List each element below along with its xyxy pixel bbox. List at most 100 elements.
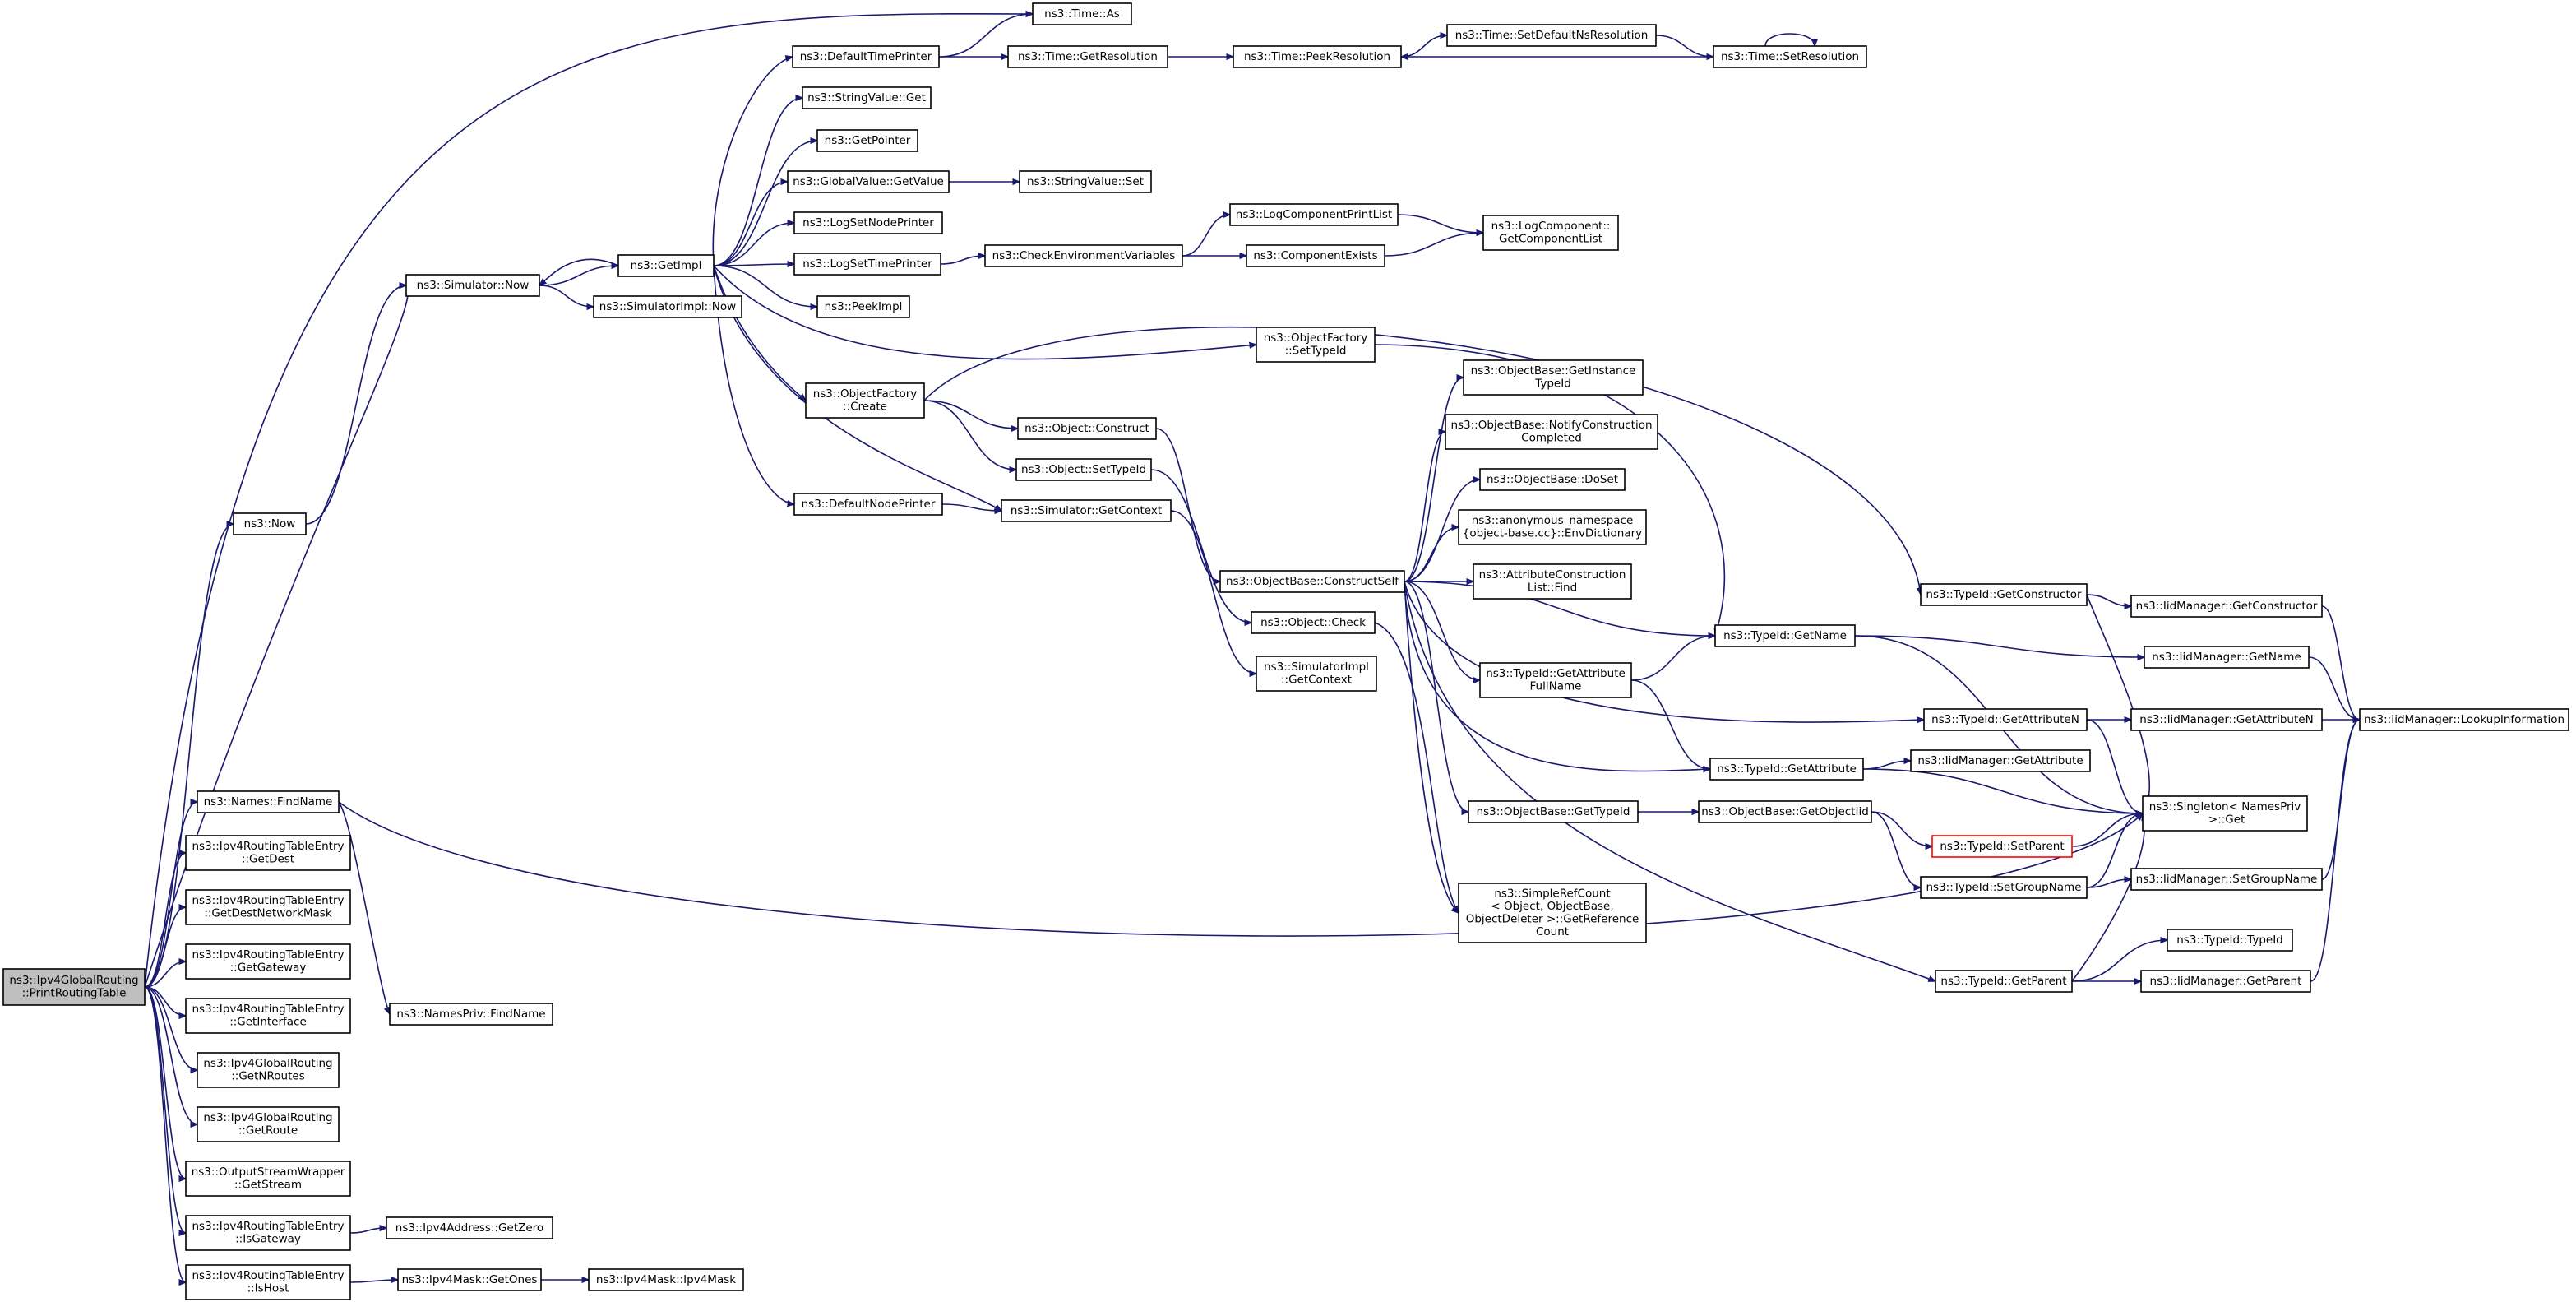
- node-root[interactable]: ns3::Ipv4GlobalRouting::PrintRoutingTabl…: [2, 968, 146, 1006]
- node-peek-impl[interactable]: ns3::PeekImpl: [816, 295, 910, 318]
- node-objectbase-gettypeid[interactable]: ns3::ObjectBase::GetTypeId: [1468, 800, 1639, 823]
- node-typeid-typeid[interactable]: ns3::TypeId::TypeId: [2167, 929, 2293, 952]
- node-object-settypeid[interactable]: ns3::Object::SetTypeId: [1015, 458, 1152, 481]
- node-time-set-default-ns[interactable]: ns3::Time::SetDefaultNsResolution: [1446, 24, 1657, 47]
- edge-typeid_getattribute-to-iid_getattribute: [1862, 761, 1911, 770]
- node-rte-ishost[interactable]: ns3::Ipv4RoutingTableEntry::IsHost: [185, 1264, 351, 1300]
- node-label: >::Get: [2205, 813, 2245, 827]
- node-time-peek-resolution[interactable]: ns3::Time::PeekResolution: [1233, 45, 1402, 68]
- node-label: ns3::StringValue::Set: [1027, 175, 1144, 188]
- node-simulator-now[interactable]: ns3::Simulator::Now: [405, 274, 540, 297]
- node-objectbase-construct-self[interactable]: ns3::ObjectBase::ConstructSelf: [1219, 570, 1405, 593]
- node-iid-getname[interactable]: ns3::IidManager::GetName: [2144, 646, 2310, 669]
- node-objectfactory-create[interactable]: ns3::ObjectFactory::Create: [805, 382, 925, 419]
- node-ipv4address-getzero[interactable]: ns3::Ipv4Address::GetZero: [386, 1216, 553, 1239]
- node-iid-setgroupname[interactable]: ns3::IidManager::SetGroupName: [2130, 868, 2323, 891]
- node-ipv4mask-getones[interactable]: ns3::Ipv4Mask::GetOnes: [397, 1268, 542, 1291]
- node-component-exists[interactable]: ns3::ComponentExists: [1246, 244, 1385, 267]
- node-iid-getattributen[interactable]: ns3::IidManager::GetAttributeN: [2130, 708, 2323, 731]
- node-objectbase-getobjectiid[interactable]: ns3::ObjectBase::GetObjectIid: [1698, 800, 1872, 823]
- node-singleton-namespriv-get[interactable]: ns3::Singleton< NamesPriv >::Get: [2142, 795, 2308, 832]
- node-label: ns3::Ipv4RoutingTableEntry: [192, 1269, 345, 1282]
- edge-names_findname-to-singleton_namespriv_get: [338, 801, 2143, 937]
- edge-log_component_print_list-to-logcomponent_get_list: [1397, 214, 1483, 233]
- node-typeid-getattributen[interactable]: ns3::TypeId::GetAttributeN: [1923, 708, 2088, 731]
- node-check-env-vars[interactable]: ns3::CheckEnvironmentVariables: [984, 244, 1183, 267]
- node-label: GetComponentList: [1499, 233, 1602, 246]
- node-osw-getstream[interactable]: ns3::OutputStreamWrapper::GetStream: [185, 1161, 351, 1197]
- node-typeid-setgroupname[interactable]: ns3::TypeId::SetGroupName: [1920, 876, 2088, 899]
- node-time-set-resolution[interactable]: ns3::Time::SetResolution: [1713, 45, 1867, 68]
- node-simulatorimpl-getcontext[interactable]: ns3::SimulatorImpl::GetContext: [1256, 656, 1377, 692]
- node-box: [185, 835, 351, 871]
- node-label: ns3::Names::FindName: [204, 795, 333, 809]
- node-label: ns3::Time::As: [1044, 7, 1120, 21]
- node-box: [793, 253, 941, 276]
- node-objectbase-doset[interactable]: ns3::ObjectBase::DoSet: [1479, 468, 1626, 491]
- node-time-as[interactable]: ns3::Time::As: [1032, 2, 1132, 25]
- node-objectfactory-settypeid[interactable]: ns3::ObjectFactory::SetTypeId: [1256, 327, 1376, 363]
- node-simulatorimpl-now[interactable]: ns3::SimulatorImpl::Now: [593, 295, 742, 318]
- node-typeid-getparent[interactable]: ns3::TypeId::GetParent: [1935, 970, 2073, 993]
- node-simulator-getcontext[interactable]: ns3::Simulator::GetContext: [1001, 499, 1172, 522]
- node-default-node-printer[interactable]: ns3::DefaultNodePrinter: [793, 493, 943, 516]
- node-rte-getdest[interactable]: ns3::Ipv4RoutingTableEntry::GetDest: [185, 835, 351, 871]
- node-simple-refcount[interactable]: ns3::SimpleRefCount< Object, ObjectBase,…: [1458, 883, 1647, 943]
- edge-typeid_setgroupname-to-singleton_namespriv_get: [2086, 813, 2143, 888]
- node-label: ns3::ObjectFactory: [813, 387, 918, 401]
- node-globalvalue-getvalue[interactable]: ns3::GlobalValue::GetValue: [787, 170, 950, 193]
- node-object-check[interactable]: ns3::Object::Check: [1251, 611, 1376, 634]
- node-label: ns3::TypeId::GetAttribute: [1717, 762, 1857, 776]
- node-label: ns3::Time::GetResolution: [1018, 50, 1158, 63]
- node-typeid-getattribute[interactable]: ns3::TypeId::GetAttribute: [1709, 758, 1864, 781]
- node-label: ns3::StringValue::Get: [807, 91, 926, 104]
- node-rte-getinterface[interactable]: ns3::Ipv4RoutingTableEntry::GetInterface: [185, 998, 351, 1034]
- node-rte-getgateway[interactable]: ns3::Ipv4RoutingTableEntry::GetGateway: [185, 943, 351, 980]
- node-namespriv-findname[interactable]: ns3::NamesPriv::FindName: [389, 1003, 553, 1026]
- node-label: ns3::Ipv4GlobalRouting: [203, 1057, 332, 1070]
- edge-get_impl-to-default_node_printer: [713, 265, 794, 504]
- node-now[interactable]: ns3::Now: [233, 512, 307, 535]
- edge-objectfactory_create-to-object_construct: [923, 400, 1018, 429]
- node-label: ns3::Ipv4GlobalRouting: [9, 974, 138, 987]
- node-typeid-getconstructor[interactable]: ns3::TypeId::GetConstructor: [1920, 583, 2088, 606]
- edge-object_check-to-simple_refcount: [1374, 622, 1459, 913]
- node-box: [1445, 414, 1658, 450]
- node-iid-getattribute[interactable]: ns3::IidManager::GetAttribute: [1910, 749, 2091, 772]
- node-get-impl[interactable]: ns3::GetImpl: [617, 254, 715, 277]
- node-names-findname[interactable]: ns3::Names::FindName: [197, 790, 340, 813]
- node-time-get-resolution[interactable]: ns3::Time::GetResolution: [1007, 45, 1168, 68]
- node-anon-env-dictionary[interactable]: ns3::anonymous_namespace{object-base.cc}…: [1458, 509, 1647, 545]
- node-label: ns3::TypeId::SetGroupName: [1926, 881, 2081, 894]
- node-box: [2167, 929, 2293, 952]
- node-label: ns3::Singleton< NamesPriv: [2149, 800, 2301, 813]
- node-typeid-setparent[interactable]: ns3::TypeId::SetParent: [1931, 835, 2073, 858]
- node-stringvalue-get[interactable]: ns3::StringValue::Get: [802, 86, 932, 109]
- node-get-pointer[interactable]: ns3::GetPointer: [816, 129, 918, 152]
- node-logcomponent-get-list[interactable]: ns3::LogComponent::GetComponentList: [1482, 215, 1619, 251]
- node-typeid-getname[interactable]: ns3::TypeId::GetName: [1714, 624, 1856, 647]
- node-log-set-time-printer[interactable]: ns3::LogSetTimePrinter: [793, 253, 941, 276]
- node-objectbase-notify-construction[interactable]: ns3::ObjectBase::NotifyConstructionCompl…: [1445, 414, 1658, 450]
- node-stringvalue-set[interactable]: ns3::StringValue::Set: [1019, 170, 1152, 193]
- edge-get_impl-to-log_set_time_printer: [713, 264, 794, 266]
- node-gr-getnroutes[interactable]: ns3::Ipv4GlobalRouting::GetNRoutes: [197, 1052, 340, 1088]
- node-gr-getroute[interactable]: ns3::Ipv4GlobalRouting::GetRoute: [197, 1106, 340, 1142]
- node-log-set-node-printer[interactable]: ns3::LogSetNodePrinter: [793, 211, 943, 234]
- node-iid-getconstructor[interactable]: ns3::IidManager::GetConstructor: [2130, 595, 2323, 618]
- node-rte-getdestnetworkmask[interactable]: ns3::Ipv4RoutingTableEntry::GetDestNetwo…: [185, 889, 351, 925]
- edge-time_peek_resolution-to-time_set_default_ns: [1400, 35, 1447, 58]
- node-rte-isgateway[interactable]: ns3::Ipv4RoutingTableEntry::IsGateway: [185, 1215, 351, 1251]
- node-label: ns3::anonymous_namespace: [1472, 514, 1634, 527]
- edge-iid_getname-to-iid_lookup_information: [2308, 656, 2360, 720]
- node-ipv4mask-ipv4mask[interactable]: ns3::Ipv4Mask::Ipv4Mask: [588, 1268, 744, 1291]
- node-iid-getparent[interactable]: ns3::IidManager::GetParent: [2140, 970, 2311, 993]
- node-object-construct[interactable]: ns3::Object::Construct: [1017, 417, 1157, 440]
- edge-get_impl-to-objectfactory_create: [713, 265, 806, 401]
- node-log-component-print-list[interactable]: ns3::LogComponentPrintList: [1229, 203, 1399, 226]
- node-iid-lookup-information[interactable]: ns3::IidManager::LookupInformation: [2359, 708, 2569, 731]
- node-default-time-printer[interactable]: ns3::DefaultTimePrinter: [792, 45, 940, 68]
